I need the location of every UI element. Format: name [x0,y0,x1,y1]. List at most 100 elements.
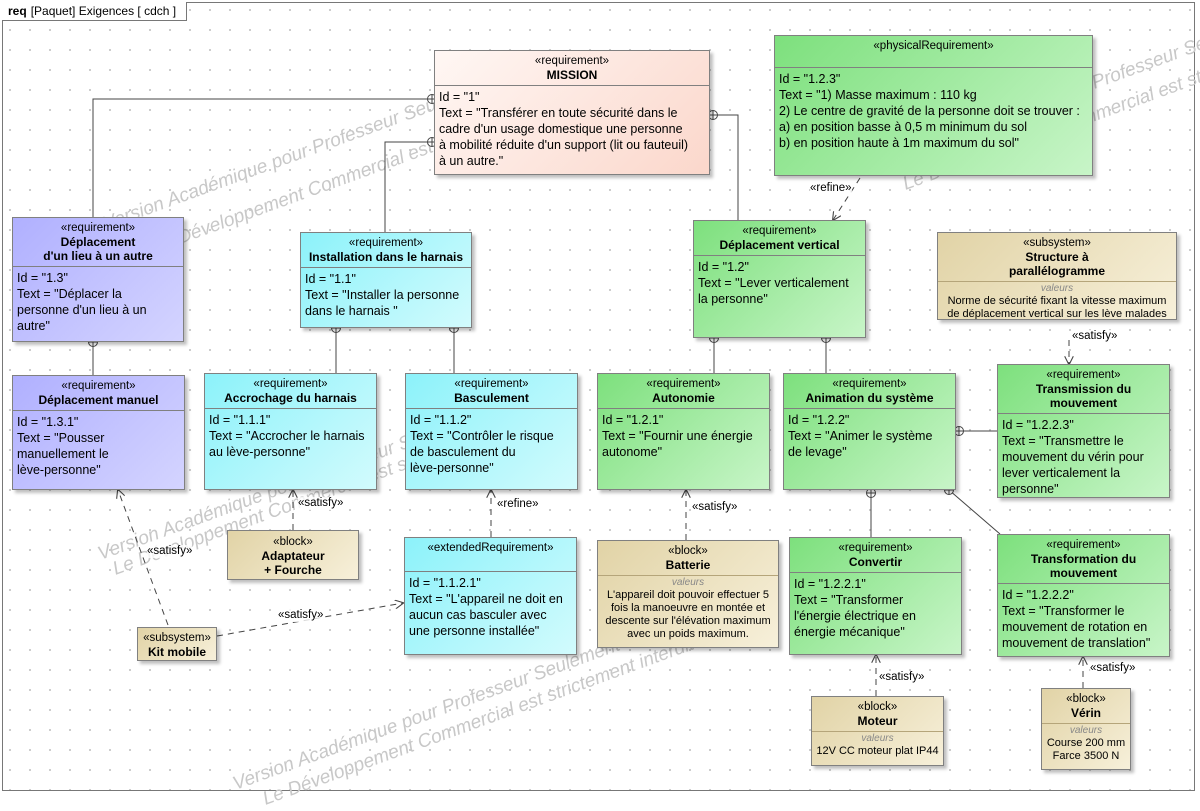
stereotype: «requirement» [1046,539,1121,551]
satisfy-label: «satisfy» [147,545,193,558]
requirement-name: Accrochage du harnais [224,391,357,405]
requirement-id: Id = "1.2.3" [779,72,841,86]
block-name: Adaptateur + Fourche [261,549,325,577]
requirement-1-1-2[interactable]: «requirement»Basculement Id = "1.1.2" Te… [405,373,578,490]
block-name: Kit mobile [147,645,206,659]
requirement-text: de basculement du [410,445,516,459]
requirement-text: Text = "Pousser [17,431,105,445]
value-line: fois la manoeuvre en montée et [610,602,766,614]
value-line: 12V CC moteur plat IP44 [816,745,939,757]
requirement-text: Text = "Contrôler le risque [410,429,554,443]
block-name: Moteur [857,714,898,728]
requirement-1-2-1[interactable]: «requirement»Autonomie Id = "1.2.1" Text… [597,373,770,490]
requirement-text: Text = "Accrocher le harnais [209,429,365,443]
subsystem-kit-mobile[interactable]: «subsystem»Kit mobile [137,627,217,661]
requirement-name: Déplacement d'un lieu à un autre [43,235,153,263]
stereotype: «requirement» [253,378,328,390]
block-name: Batterie [665,558,711,572]
requirement-text: 2) Le centre de gravité de la personne d… [779,104,1080,118]
stereotype: «requirement» [838,542,913,554]
relationship-connectors [88,94,1200,696]
diagram-frame-tab: req[Paquet] Exigences [ cdch ] [2,2,188,21]
subsystem-structure-parallelogramme[interactable]: «subsystem»Structure à parallélogramme v… [937,232,1177,320]
refine-label: «refine» [497,498,539,511]
satisfy-label: «satisfy» [1072,330,1118,343]
requirement-text: lever verticalement la [1002,466,1121,480]
block-verin[interactable]: «block»Vérin valeurs Course 200 mm Farce… [1041,688,1131,770]
stereotype: «requirement» [1046,369,1121,381]
requirement-text: lève-personne" [410,461,494,475]
requirement-id: Id = "1.1" [305,272,356,286]
block-name: Vérin [1070,706,1101,720]
block-adaptateur-fourche[interactable]: «block»Adaptateur + Fourche [227,530,359,580]
stereotype: «requirement» [832,378,907,390]
requirement-1-2[interactable]: «requirement»Déplacement vertical Id = "… [693,220,866,338]
containment-1-2-2-2 [948,489,1001,535]
requirement-1-2-2[interactable]: «requirement»Animation du système Id = "… [783,373,956,490]
refine-1-2-3 [833,177,861,220]
refine-label: «refine» [810,182,852,195]
requirement-name: MISSION [546,68,598,82]
frame-keyword: req [8,4,27,18]
requirement-mission[interactable]: «requirement»MISSION Id = "1" Text = "Tr… [434,50,710,175]
requirement-text: Text = "1) Masse maximum : 110 kg [779,88,977,102]
value-line: descente sur l'élévation maximum [605,615,771,627]
requirement-text: cadre d'un usage domestique une personne [439,122,683,136]
requirement-text: lève-personne" [17,463,101,477]
requirement-1-1[interactable]: «requirement»Installation dans le harnai… [300,232,472,328]
stereotype: «requirement» [534,55,610,67]
requirement-id: Id = "1.1.2" [410,413,472,427]
values-header: valeurs [938,281,1176,295]
requirement-id: Id = "1" [439,90,480,104]
requirement-id: Id = "1.2.2" [788,413,850,427]
requirement-text: Text = "Fournir une énergie [602,429,753,443]
requirement-id: Id = "1.2.2.1" [794,577,866,591]
requirement-1-3-1[interactable]: «requirement»Déplacement manuel Id = "1.… [12,375,185,490]
requirement-id: Id = "1.3" [17,271,68,285]
satisfy-label: «satisfy» [278,609,324,622]
containment-1-2 [710,114,739,220]
satisfy-label: «satisfy» [692,501,738,514]
satisfy-label: «satisfy» [879,671,925,684]
requirement-text: Text = "Transmettre le [1002,434,1124,448]
block-batterie[interactable]: «block»Batterie valeurs L'appareil doit … [597,540,779,648]
requirement-text: mouvement de translation" [1002,636,1151,650]
requirement-1-2-2-2[interactable]: «requirement»Transformation du mouvement… [997,534,1170,657]
satisfy-label: «satisfy» [1090,662,1136,675]
stereotype: «block» [857,701,898,713]
value-line: L'appareil doit pouvoir effectuer 5 [606,589,770,601]
requirement-text: l'énergie électrique en [794,609,916,623]
values-header: valeurs [812,731,943,745]
requirement-1-2-2-3[interactable]: «requirement»Transmission du mouvement I… [997,364,1170,498]
requirement-1-1-1[interactable]: «requirement»Accrochage du harnais Id = … [204,373,377,490]
diagram-frame [2,2,1195,791]
requirement-text: a) en position basse à 0,5 m minimum du … [779,120,1028,134]
requirement-name: Animation du système [805,391,934,405]
stereotype: «requirement» [646,378,721,390]
physical-requirement-1-2-3[interactable]: «physicalRequirement» Id = "1.2.3" Text … [774,35,1093,176]
stereotype: «requirement» [61,380,136,392]
requirement-1-3[interactable]: «requirement»Déplacement d'un lieu à un … [12,217,184,342]
satisfy-label: «satisfy» [298,497,344,510]
requirement-name: Convertir [848,555,903,569]
stereotype: «block» [668,545,708,557]
requirement-1-2-2-1[interactable]: «requirement»Convertir Id = "1.2.2.1" Te… [789,537,962,655]
value-line: Farce 3500 N [1052,750,1120,762]
block-moteur[interactable]: «block»Moteur valeurs 12V CC moteur plat… [811,696,944,766]
containment-1-1 [384,141,432,232]
value-line: avec un poids maximum. [627,628,749,640]
block-name: Structure à parallélogramme [1008,250,1106,278]
requirement-text: au lève-personne" [209,445,311,459]
requirement-text: b) en position haute à 1m maximum du sol… [779,136,1019,150]
requirement-text: Text = "L'appareil ne doit en [409,592,563,606]
requirement-text: une personne installée" [409,624,540,638]
frame-title: [Paquet] Exigences [ cdch ] [30,4,177,18]
containment-1-3 [92,98,432,218]
requirement-name: Installation dans le harnais [308,250,464,264]
requirement-text: Text = "Transformer [794,593,904,607]
extended-requirement-1-1-2-1[interactable]: «extendedRequirement» Id = "1.1.2.1" Tex… [404,537,577,655]
requirement-id: Id = "1.2.2.2" [1002,588,1074,602]
requirement-id: Id = "1.2.1" [602,413,664,427]
requirement-text: Text = "Transformer le [1002,604,1125,618]
requirement-text: personne d'un lieu à un [17,303,147,317]
